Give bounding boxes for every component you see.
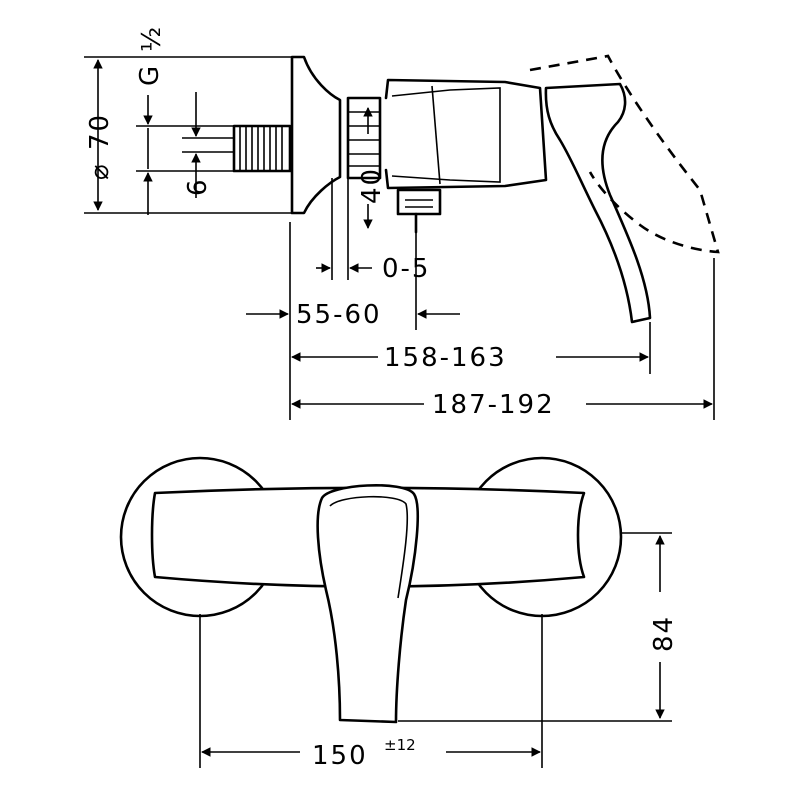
centers-label: 150 (312, 741, 368, 771)
centers-tolerance-label: ±12 (384, 736, 416, 754)
wall-offset-label: 55-60 (296, 300, 382, 330)
valve-body (384, 78, 548, 190)
wall-rosette (290, 55, 342, 215)
threaded-inlet (232, 124, 292, 173)
lever-handle-front (316, 484, 419, 724)
lever-handle (544, 82, 652, 324)
nut-width-label: 40 (357, 167, 387, 204)
union-nut (346, 96, 382, 180)
overall-reach-label: 187-192 (432, 390, 555, 420)
thread-size-label: ½ (137, 25, 167, 52)
rosette-diameter-symbol: ⌀ (85, 162, 115, 180)
side-view: ⌀ 70 G ½ 6 40 0-5 55-60 (84, 25, 720, 420)
rosette-diameter-label: 70 (85, 113, 115, 150)
lever-handle-open (529, 54, 720, 254)
lever-reach-label: 158-163 (384, 343, 507, 373)
adjust-range-label: 0-5 (382, 254, 430, 284)
front-view: 84 150 ±12 (119, 456, 679, 771)
thread-letter-label: G (135, 64, 165, 86)
body-height-label: 84 (649, 615, 679, 652)
thread-length-label: 6 (183, 177, 213, 196)
outlet-spout (396, 188, 442, 234)
